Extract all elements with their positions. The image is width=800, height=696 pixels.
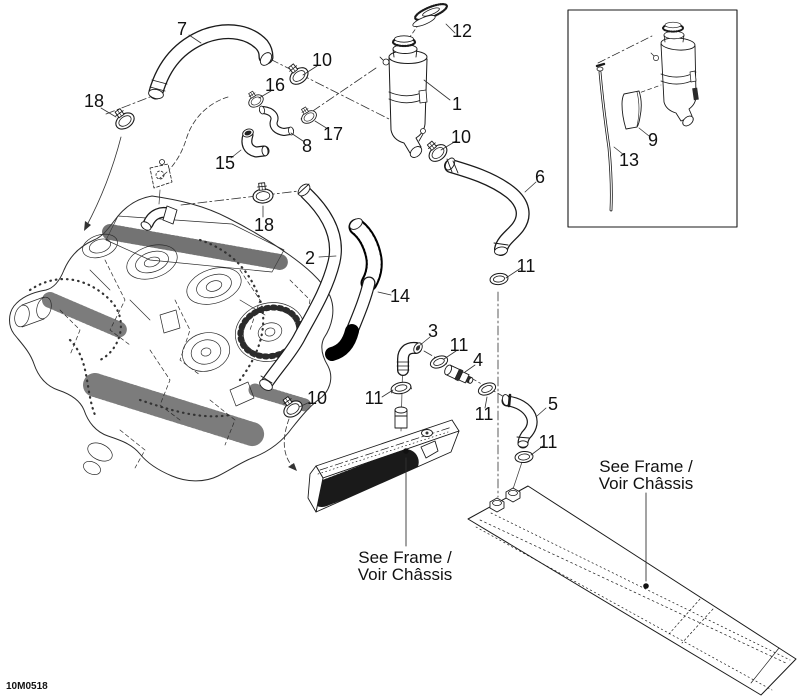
- note-line-1: See Frame /: [599, 457, 693, 476]
- callout-6: 6: [534, 167, 546, 187]
- ribbed-hose-14: [325, 218, 383, 361]
- callout-14: 14: [389, 286, 411, 306]
- callout-5: 5: [547, 394, 559, 414]
- oring-11-e: [513, 450, 535, 464]
- note-line-1: See Frame /: [358, 548, 452, 567]
- pad-9: [621, 90, 642, 130]
- callout-11-d: 11: [474, 404, 494, 424]
- clamp-18-a: [108, 104, 138, 134]
- callout-15: 15: [214, 153, 236, 173]
- callout-8: 8: [301, 136, 313, 156]
- callout-7: 7: [176, 19, 188, 39]
- callout-16: 16: [264, 75, 286, 95]
- callout-18-b: 18: [253, 215, 275, 235]
- callout-12: 12: [451, 21, 473, 41]
- callout-1: 1: [451, 94, 463, 114]
- callout-3: 3: [427, 321, 439, 341]
- callout-17: 17: [322, 124, 344, 144]
- reservoir-cap-12: [412, 3, 448, 27]
- note-see-frame-bottom: See Frame / Voir Châssis: [358, 549, 452, 583]
- drawing-code: 10M0518: [6, 681, 48, 692]
- hose-2: [259, 183, 342, 391]
- coolant-reservoir: [379, 35, 428, 158]
- callout-18-a: 18: [83, 91, 105, 111]
- leader-lines: [84, 23, 650, 589]
- elbow-fitting-3: [396, 341, 423, 376]
- frame-rail: [467, 485, 797, 696]
- elbow-15: [241, 128, 270, 158]
- hose-6: [444, 157, 530, 256]
- inset-box: [567, 9, 738, 228]
- oring-11-a: [488, 271, 510, 287]
- callout-13: 13: [618, 150, 640, 170]
- clamp-17: [296, 103, 320, 127]
- callout-11-e: 11: [538, 432, 558, 452]
- callout-10-b: 10: [450, 127, 472, 147]
- dipstick-13: [595, 62, 613, 212]
- callout-9: 9: [647, 130, 659, 150]
- hose-8: [258, 105, 294, 136]
- inset-reservoir: [650, 21, 699, 127]
- clamp-10-a: [282, 59, 312, 89]
- engine-outlet-fitting: [140, 159, 178, 231]
- cooler-inlet-nipple: [394, 406, 408, 429]
- note-line-2: Voir Châssis: [357, 565, 453, 584]
- callout-11-a: 11: [516, 256, 536, 276]
- callout-10-c: 10: [306, 388, 328, 408]
- cooler: [307, 406, 460, 513]
- note-line-2: Voir Châssis: [598, 474, 694, 493]
- hose-7: [148, 24, 274, 100]
- engine-clutch: [181, 302, 305, 372]
- clamp-10-b: [421, 136, 451, 166]
- fitting-4: [444, 364, 474, 384]
- note-see-frame-right: See Frame / Voir Châssis: [599, 458, 693, 492]
- callout-11-c: 11: [364, 388, 384, 408]
- engine-block: [9, 195, 334, 482]
- callout-10-a: 10: [311, 50, 333, 70]
- callout-11-b: 11: [449, 335, 469, 355]
- washer-11-c: [389, 380, 413, 396]
- callout-4: 4: [472, 350, 484, 370]
- clamp-18-b: [251, 181, 275, 205]
- callout-2: 2: [304, 248, 316, 268]
- hose-5: [501, 393, 538, 449]
